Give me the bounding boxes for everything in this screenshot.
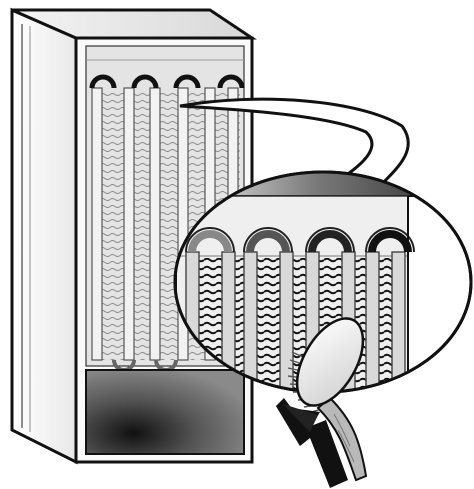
compressor-compartment <box>86 370 244 454</box>
